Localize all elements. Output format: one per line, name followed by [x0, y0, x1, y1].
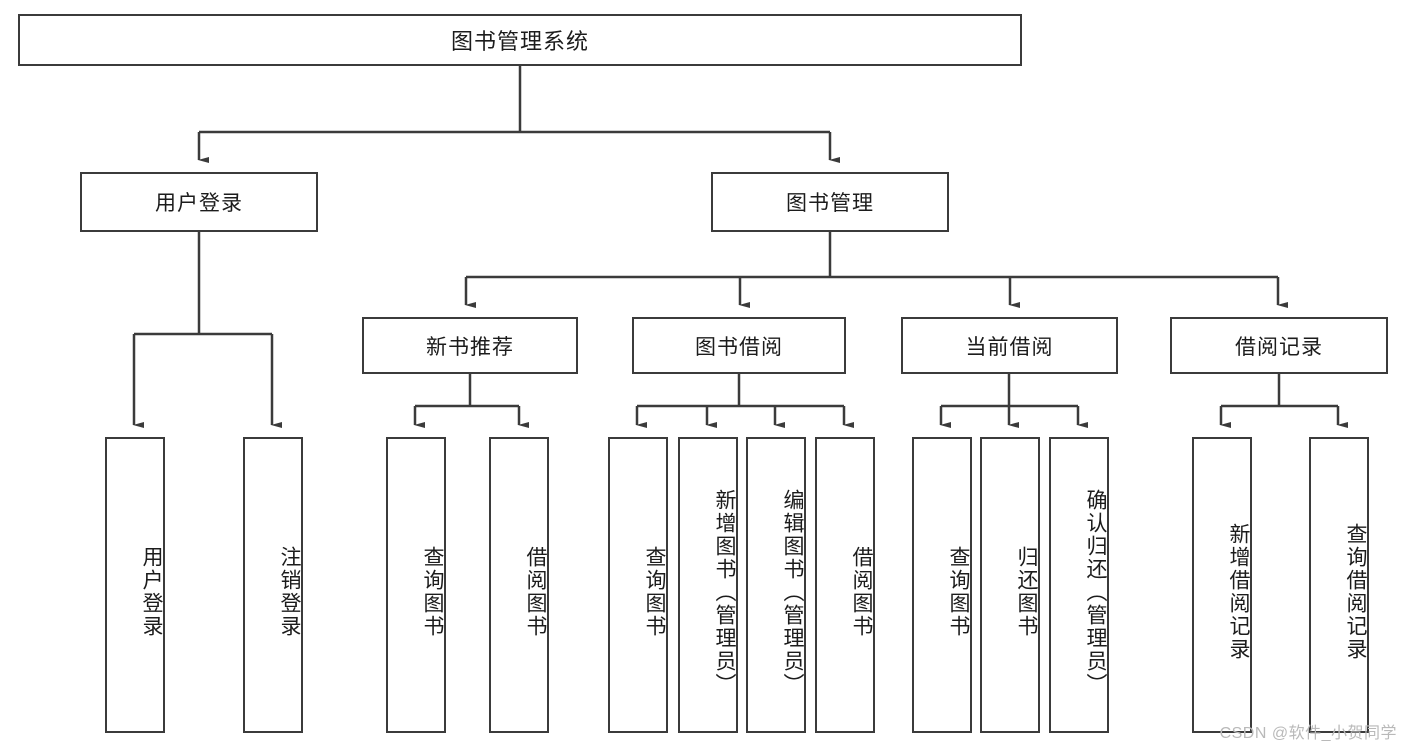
- leaf-recommend-query-book[interactable]: 查询图书: [386, 437, 446, 733]
- leaf-record-query-record[interactable]: 查询借阅记录: [1309, 437, 1369, 733]
- watermark: CSDN @软件_小贺同学: [1219, 725, 1397, 742]
- node-book-borrow[interactable]: 图书借阅: [632, 317, 846, 374]
- leaf-current-confirm-return-admin[interactable]: 确认归还（管理员）: [1049, 437, 1109, 733]
- leaf-recommend-borrow-book[interactable]: 借阅图书: [489, 437, 549, 733]
- leaf-borrow-add-book-admin[interactable]: 新增图书（管理员）: [678, 437, 738, 733]
- node-book-management[interactable]: 图书管理: [711, 172, 949, 232]
- leaf-user-login-login[interactable]: 用户登录: [105, 437, 165, 733]
- leaf-borrow-edit-book-admin[interactable]: 编辑图书（管理员）: [746, 437, 806, 733]
- leaf-current-query-book[interactable]: 查询图书: [912, 437, 972, 733]
- leaf-record-add-record[interactable]: 新增借阅记录: [1192, 437, 1252, 733]
- node-user-login[interactable]: 用户登录: [80, 172, 318, 232]
- leaf-current-return-book[interactable]: 归还图书: [980, 437, 1040, 733]
- leaf-borrow-borrow-book[interactable]: 借阅图书: [815, 437, 875, 733]
- node-root-system[interactable]: 图书管理系统: [18, 14, 1022, 66]
- node-current-borrow[interactable]: 当前借阅: [901, 317, 1118, 374]
- leaf-borrow-query-book[interactable]: 查询图书: [608, 437, 668, 733]
- node-borrow-record[interactable]: 借阅记录: [1170, 317, 1388, 374]
- node-new-book-recommend[interactable]: 新书推荐: [362, 317, 578, 374]
- leaf-user-login-logout[interactable]: 注销登录: [243, 437, 303, 733]
